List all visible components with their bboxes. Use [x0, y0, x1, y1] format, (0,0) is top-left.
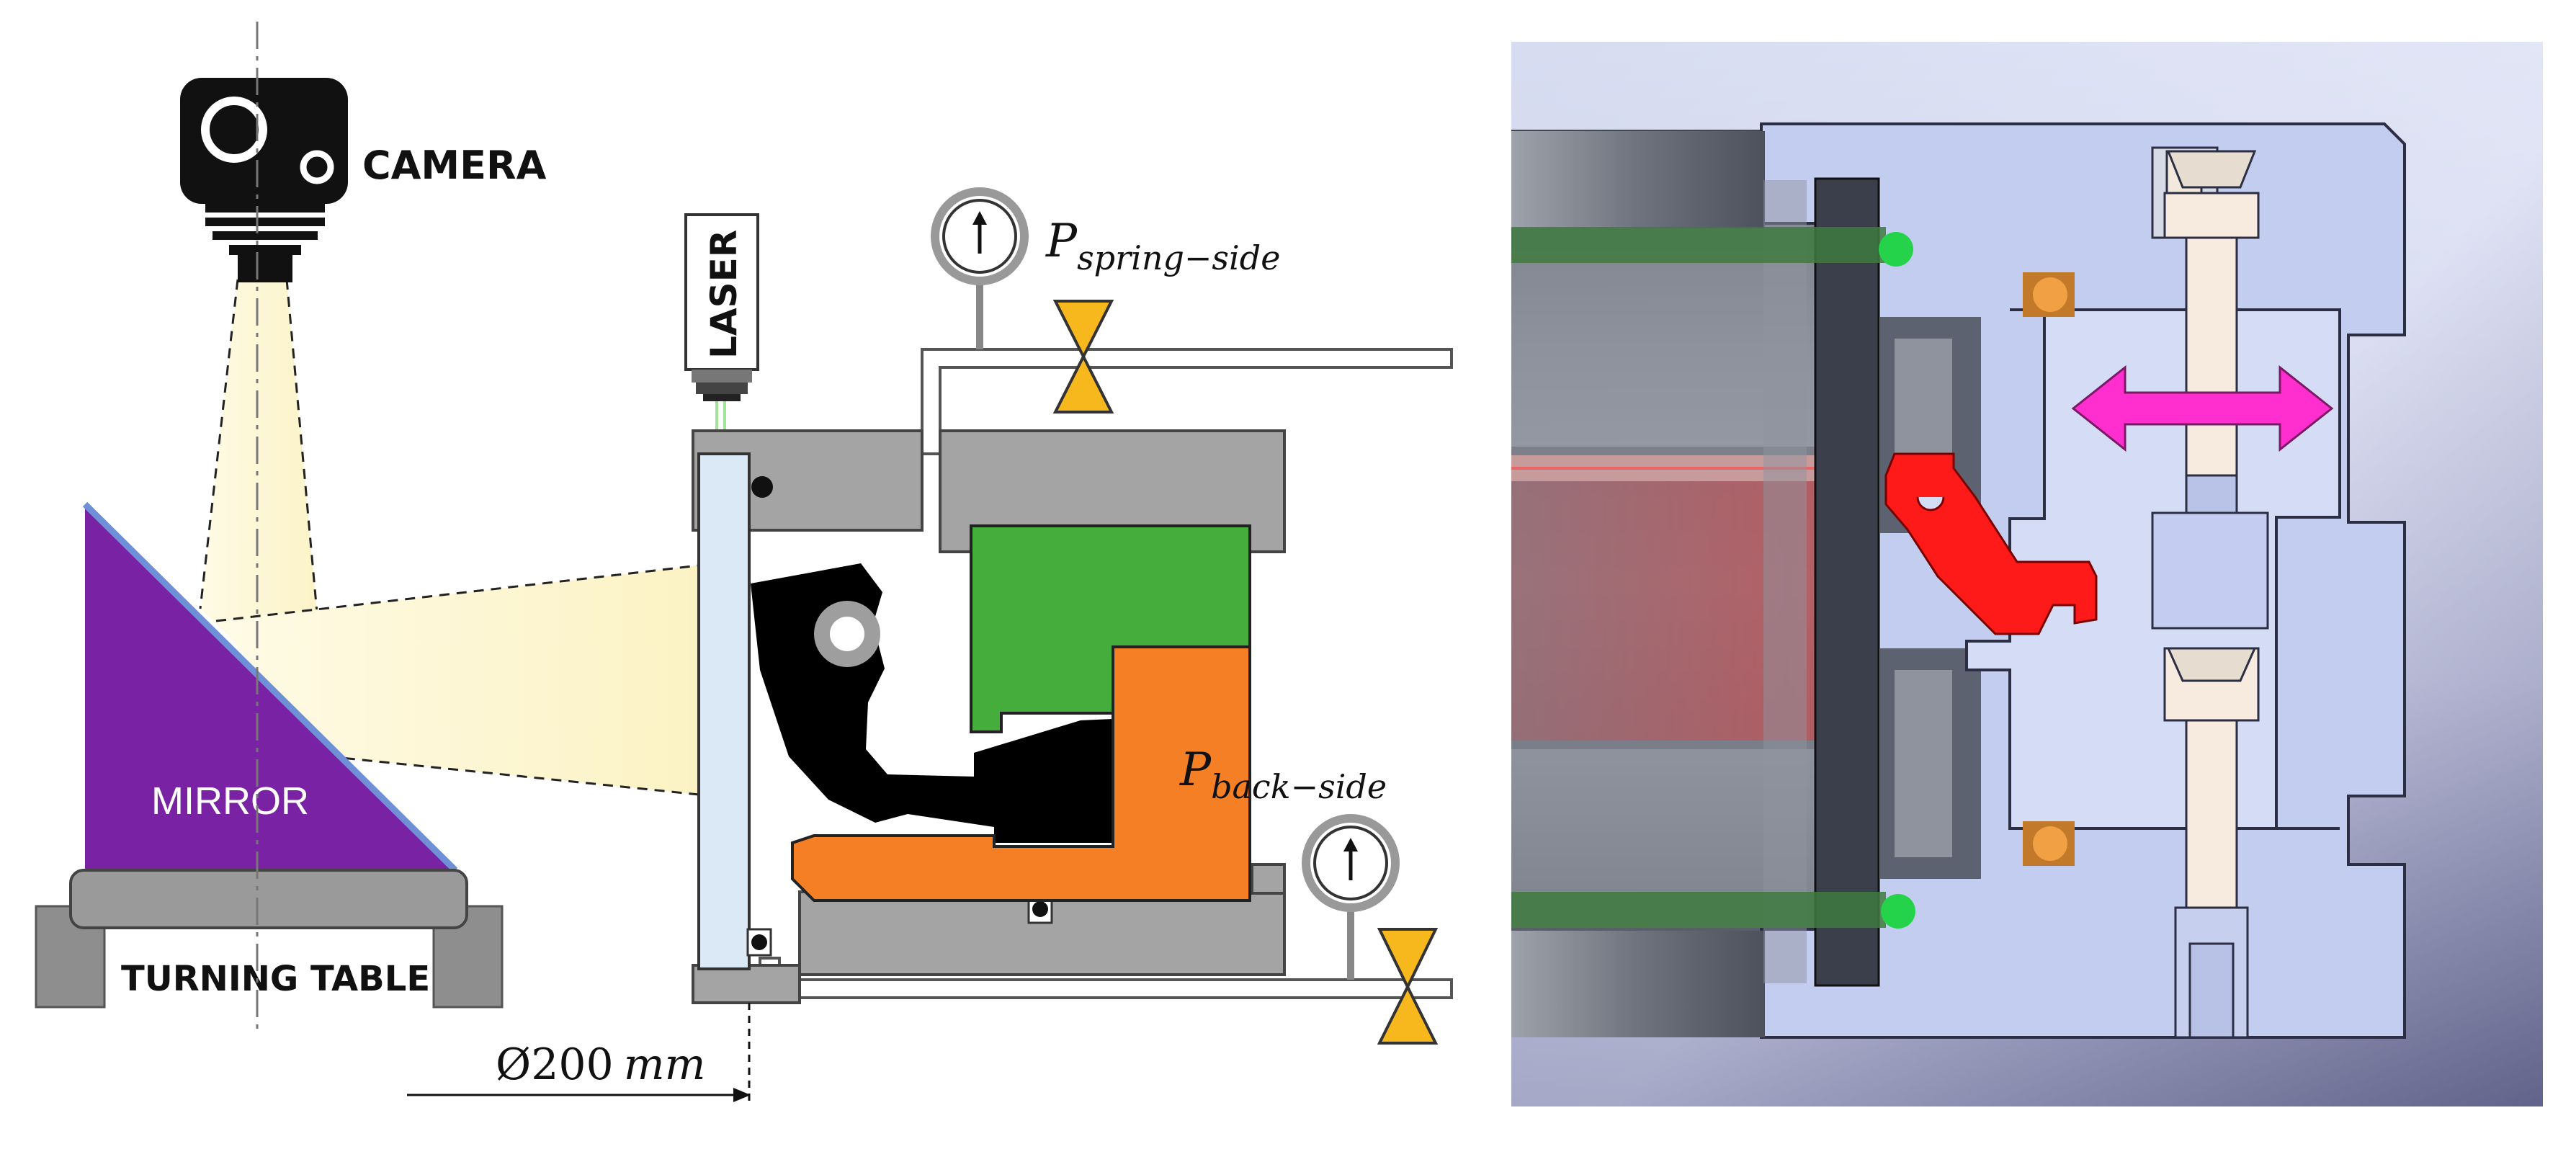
p-back-side-label: Pback−side [1179, 743, 1387, 806]
pressure-gauge-icon [931, 187, 1029, 349]
cad-section-view [1511, 42, 2543, 1106]
camera-icon [180, 78, 348, 282]
turning-table-label: TURNING TABLE [121, 959, 430, 999]
valve-icon [1377, 928, 1439, 1045]
optical-window [697, 452, 751, 970]
double-arrow-icon [2071, 365, 2334, 452]
pressure-gauge-icon [1302, 814, 1400, 980]
reflected-light-beam [215, 564, 699, 796]
laser-label: LASER [703, 230, 745, 359]
mirror [82, 501, 458, 873]
turning-table [35, 869, 504, 1009]
p-spring-side-label: Pspring−side [1045, 215, 1280, 277]
camera-label: CAMERA [362, 143, 547, 188]
laser-icon [684, 213, 759, 454]
diameter-dimension [407, 1003, 751, 1102]
valve-icon [1052, 300, 1114, 413]
orange-piston [791, 645, 1251, 902]
mirror-label: MIRROR [151, 779, 309, 823]
